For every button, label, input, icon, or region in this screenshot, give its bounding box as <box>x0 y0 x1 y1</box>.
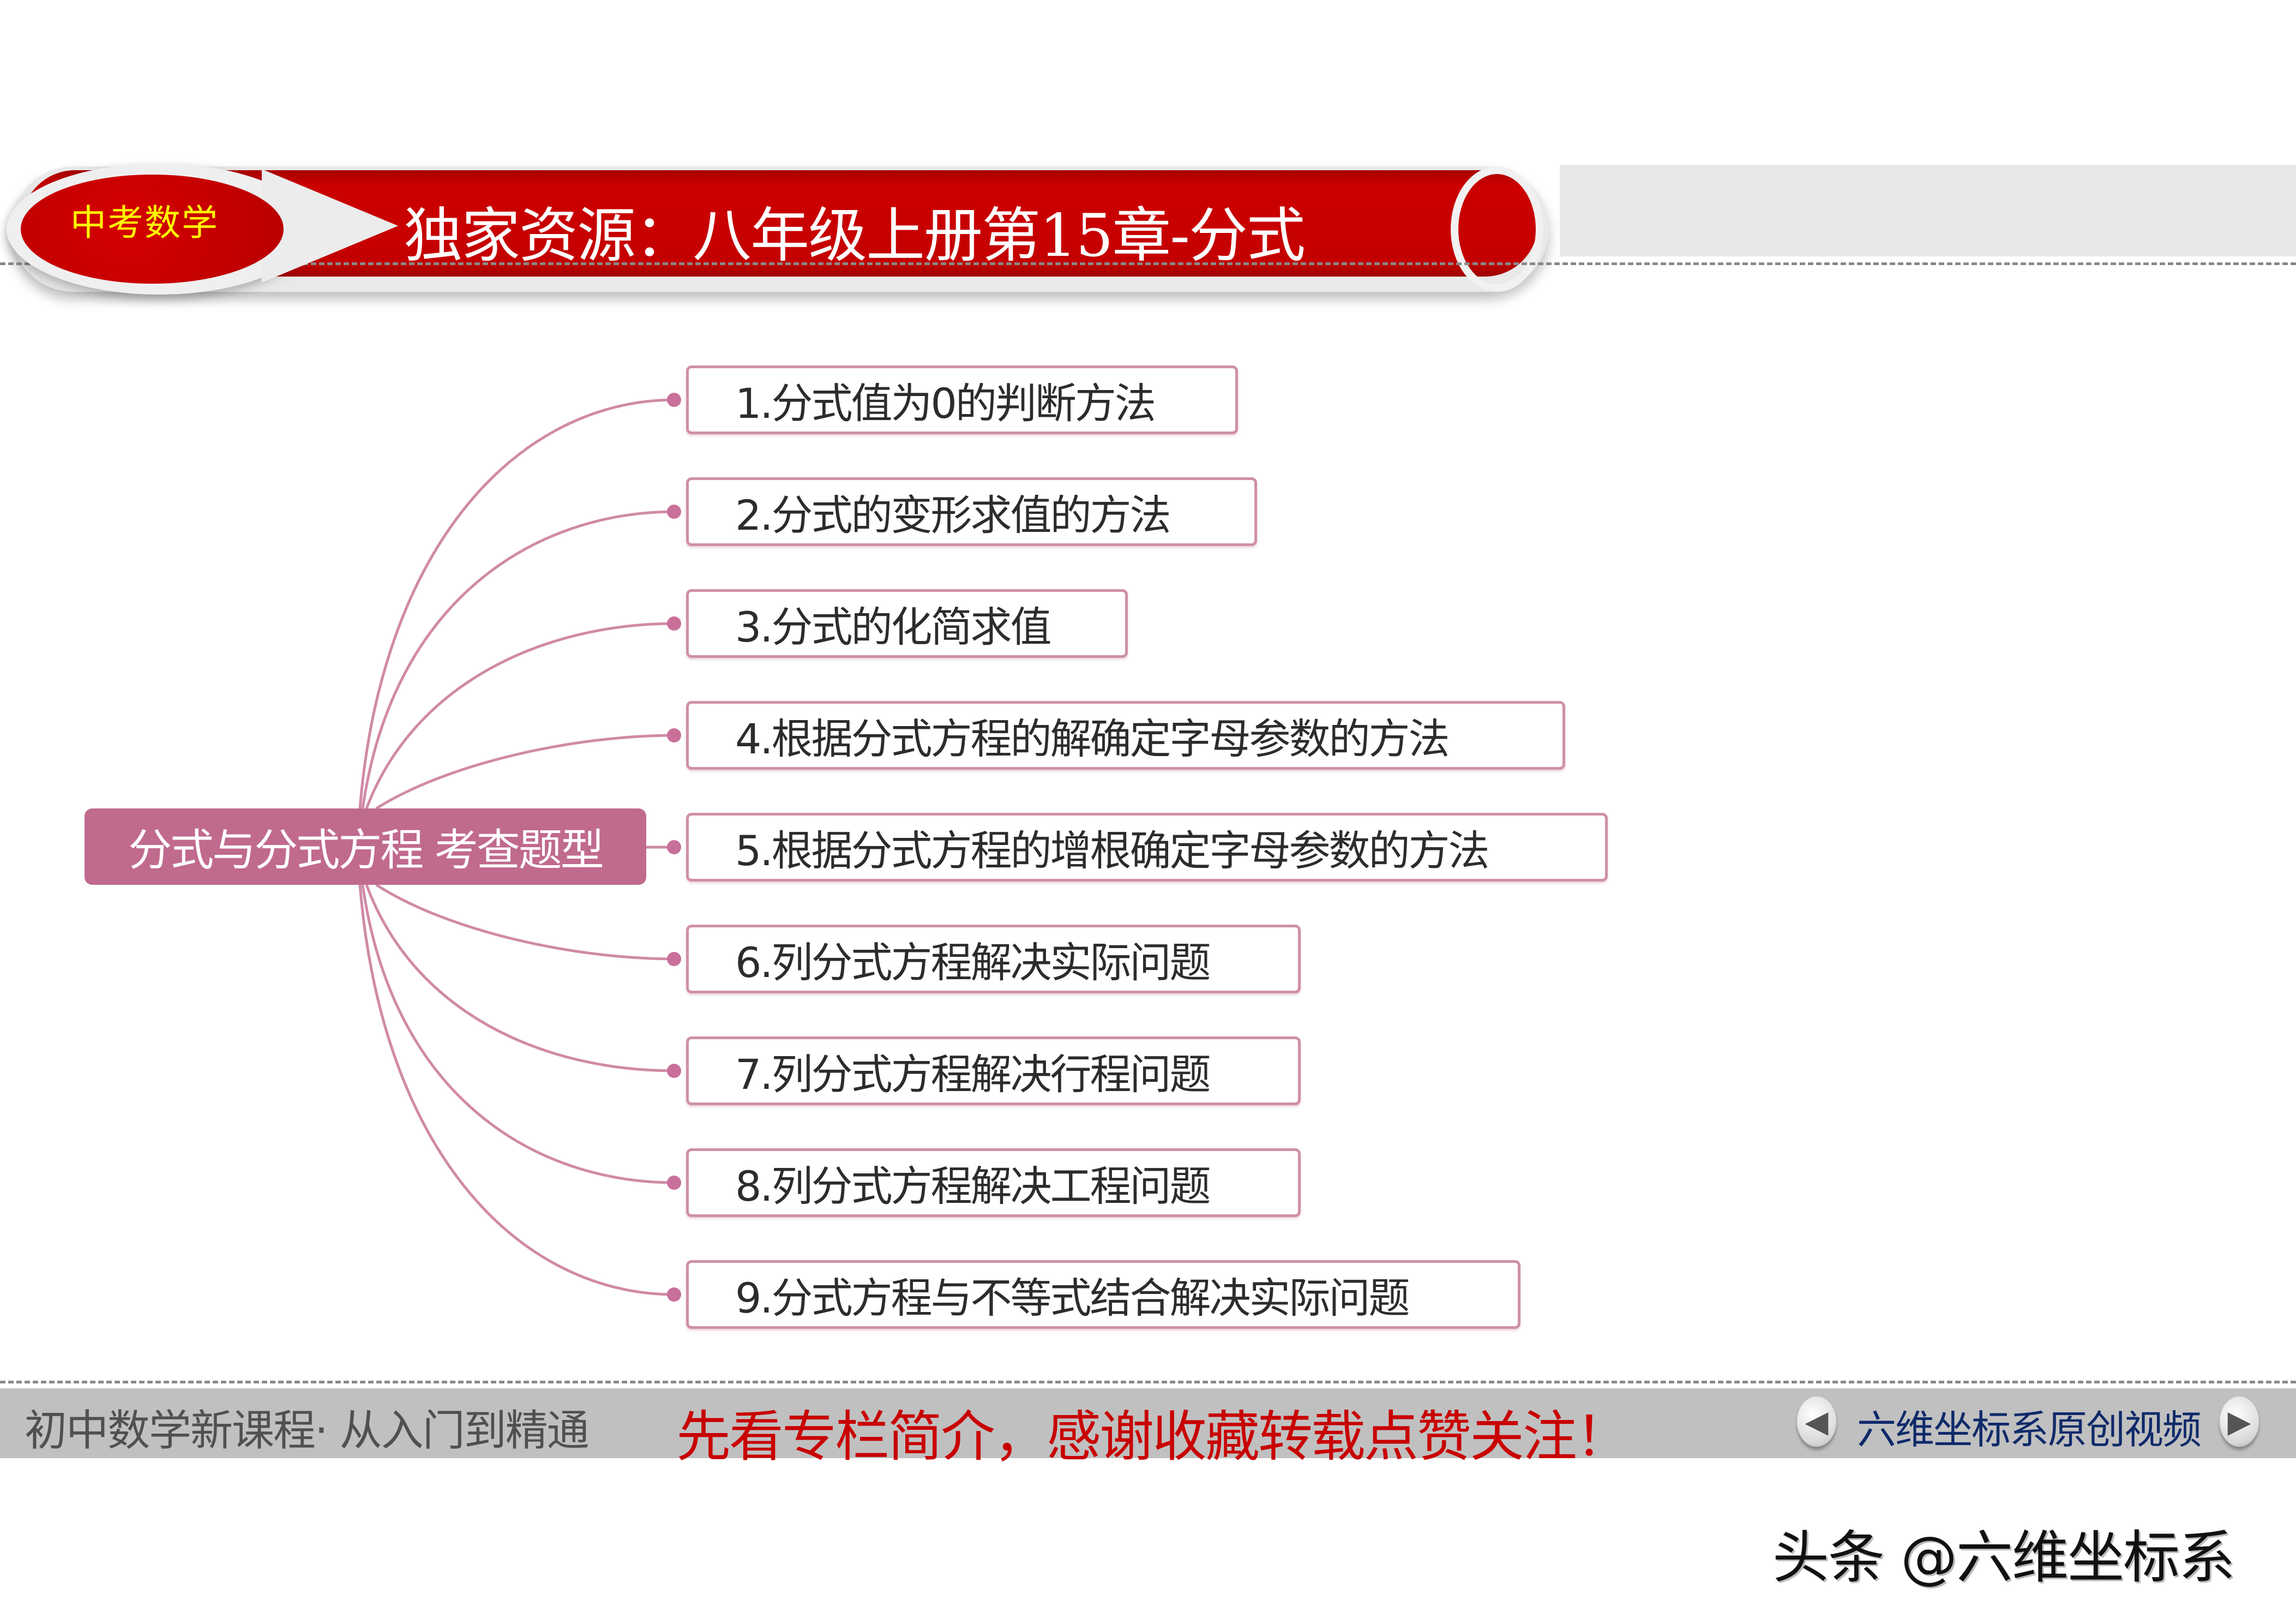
header-gray-band <box>1560 165 2296 256</box>
footer-bar <box>0 1388 2296 1458</box>
footer-dashed-divider <box>0 1381 2296 1383</box>
mindmap-branch-6[interactable]: 6.列分式方程解决实际问题 <box>686 925 1301 993</box>
connector-2 <box>361 510 676 809</box>
mindmap-branch-4[interactable]: 4.根据分式方程的解确定字母参数的方法 <box>686 701 1565 770</box>
connector-1 <box>358 398 676 809</box>
connector-8 <box>361 884 676 1184</box>
mindmap-branch-9[interactable]: 9.分式方程与不等式结合解决实际问题 <box>686 1260 1520 1329</box>
footer-channel-link[interactable]: 六维坐标系原创视频 <box>1857 1407 2202 1453</box>
connector-9 <box>358 884 676 1296</box>
prev-arrow-icon[interactable]: ◀ <box>1797 1397 1836 1447</box>
header-badge-label: 中考数学 <box>70 202 219 244</box>
mindmap-branch-3[interactable]: 3.分式的化简求值 <box>686 589 1128 658</box>
mindmap-branch-5[interactable]: 5.根据分式方程的增根确定字母参数的方法 <box>686 813 1608 882</box>
connector-3 <box>365 622 676 809</box>
footer-course-label: 初中数学新课程· 从入门到精通 <box>25 1406 590 1455</box>
footer-call-to-action: 先看专栏简介，感谢收藏转载点赞关注！ <box>676 1405 1630 1469</box>
mindmap-branch-8[interactable]: 8.列分式方程解决工程问题 <box>686 1148 1301 1217</box>
mindmap-branch-2[interactable]: 2.分式的变形求值的方法 <box>686 477 1257 546</box>
next-arrow-icon[interactable]: ▶ <box>2220 1397 2259 1447</box>
connector-4 <box>375 734 676 810</box>
header-arrow-shape <box>262 169 398 283</box>
page-title: 独家资源：八年级上册第15章-分式 <box>404 202 1306 270</box>
watermark: 头条 @六维坐标系 <box>1772 1524 2235 1591</box>
header-badge <box>21 175 284 284</box>
connector-7 <box>365 884 676 1072</box>
mindmap-branch-7[interactable]: 7.列分式方程解决行程问题 <box>686 1036 1301 1105</box>
mindmap-center-node[interactable]: 分式与分式方程 考查题型 <box>85 808 646 885</box>
mindmap-branch-1[interactable]: 1.分式值为0的判断方法 <box>686 365 1238 434</box>
header-dashed-divider <box>0 262 2296 265</box>
connector-6 <box>375 883 676 961</box>
